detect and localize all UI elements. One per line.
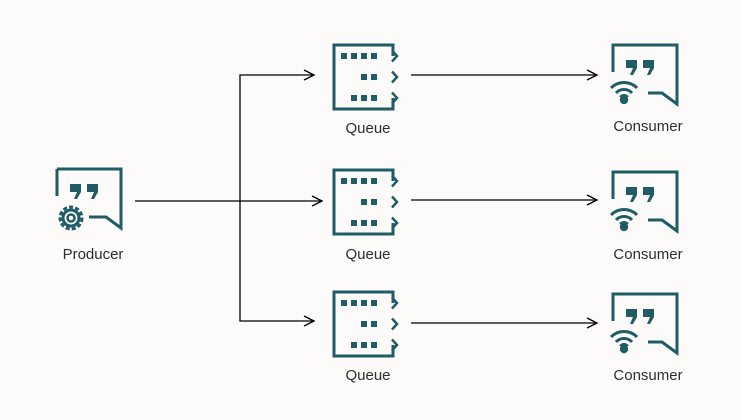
consumer-label: Consumer: [613, 118, 683, 135]
producer-label: Producer: [62, 246, 124, 263]
producer-icon: [55, 167, 123, 231]
consumer-icon: [610, 43, 679, 106]
producer-to-queue-3-connector: [239, 201, 314, 321]
consumer-icon: [610, 292, 679, 355]
consumer-icon: [610, 170, 679, 233]
queue-label: Queue: [345, 120, 391, 137]
queue-label: Queue: [345, 367, 391, 384]
queue-label: Queue: [345, 246, 391, 263]
queue-icon: [332, 290, 399, 358]
consumer-label: Consumer: [613, 246, 683, 263]
producer-to-queue-1-connector: [239, 75, 314, 201]
queue-icon: [332, 168, 399, 236]
queue-icon: [332, 43, 399, 111]
consumer-label: Consumer: [613, 367, 683, 384]
